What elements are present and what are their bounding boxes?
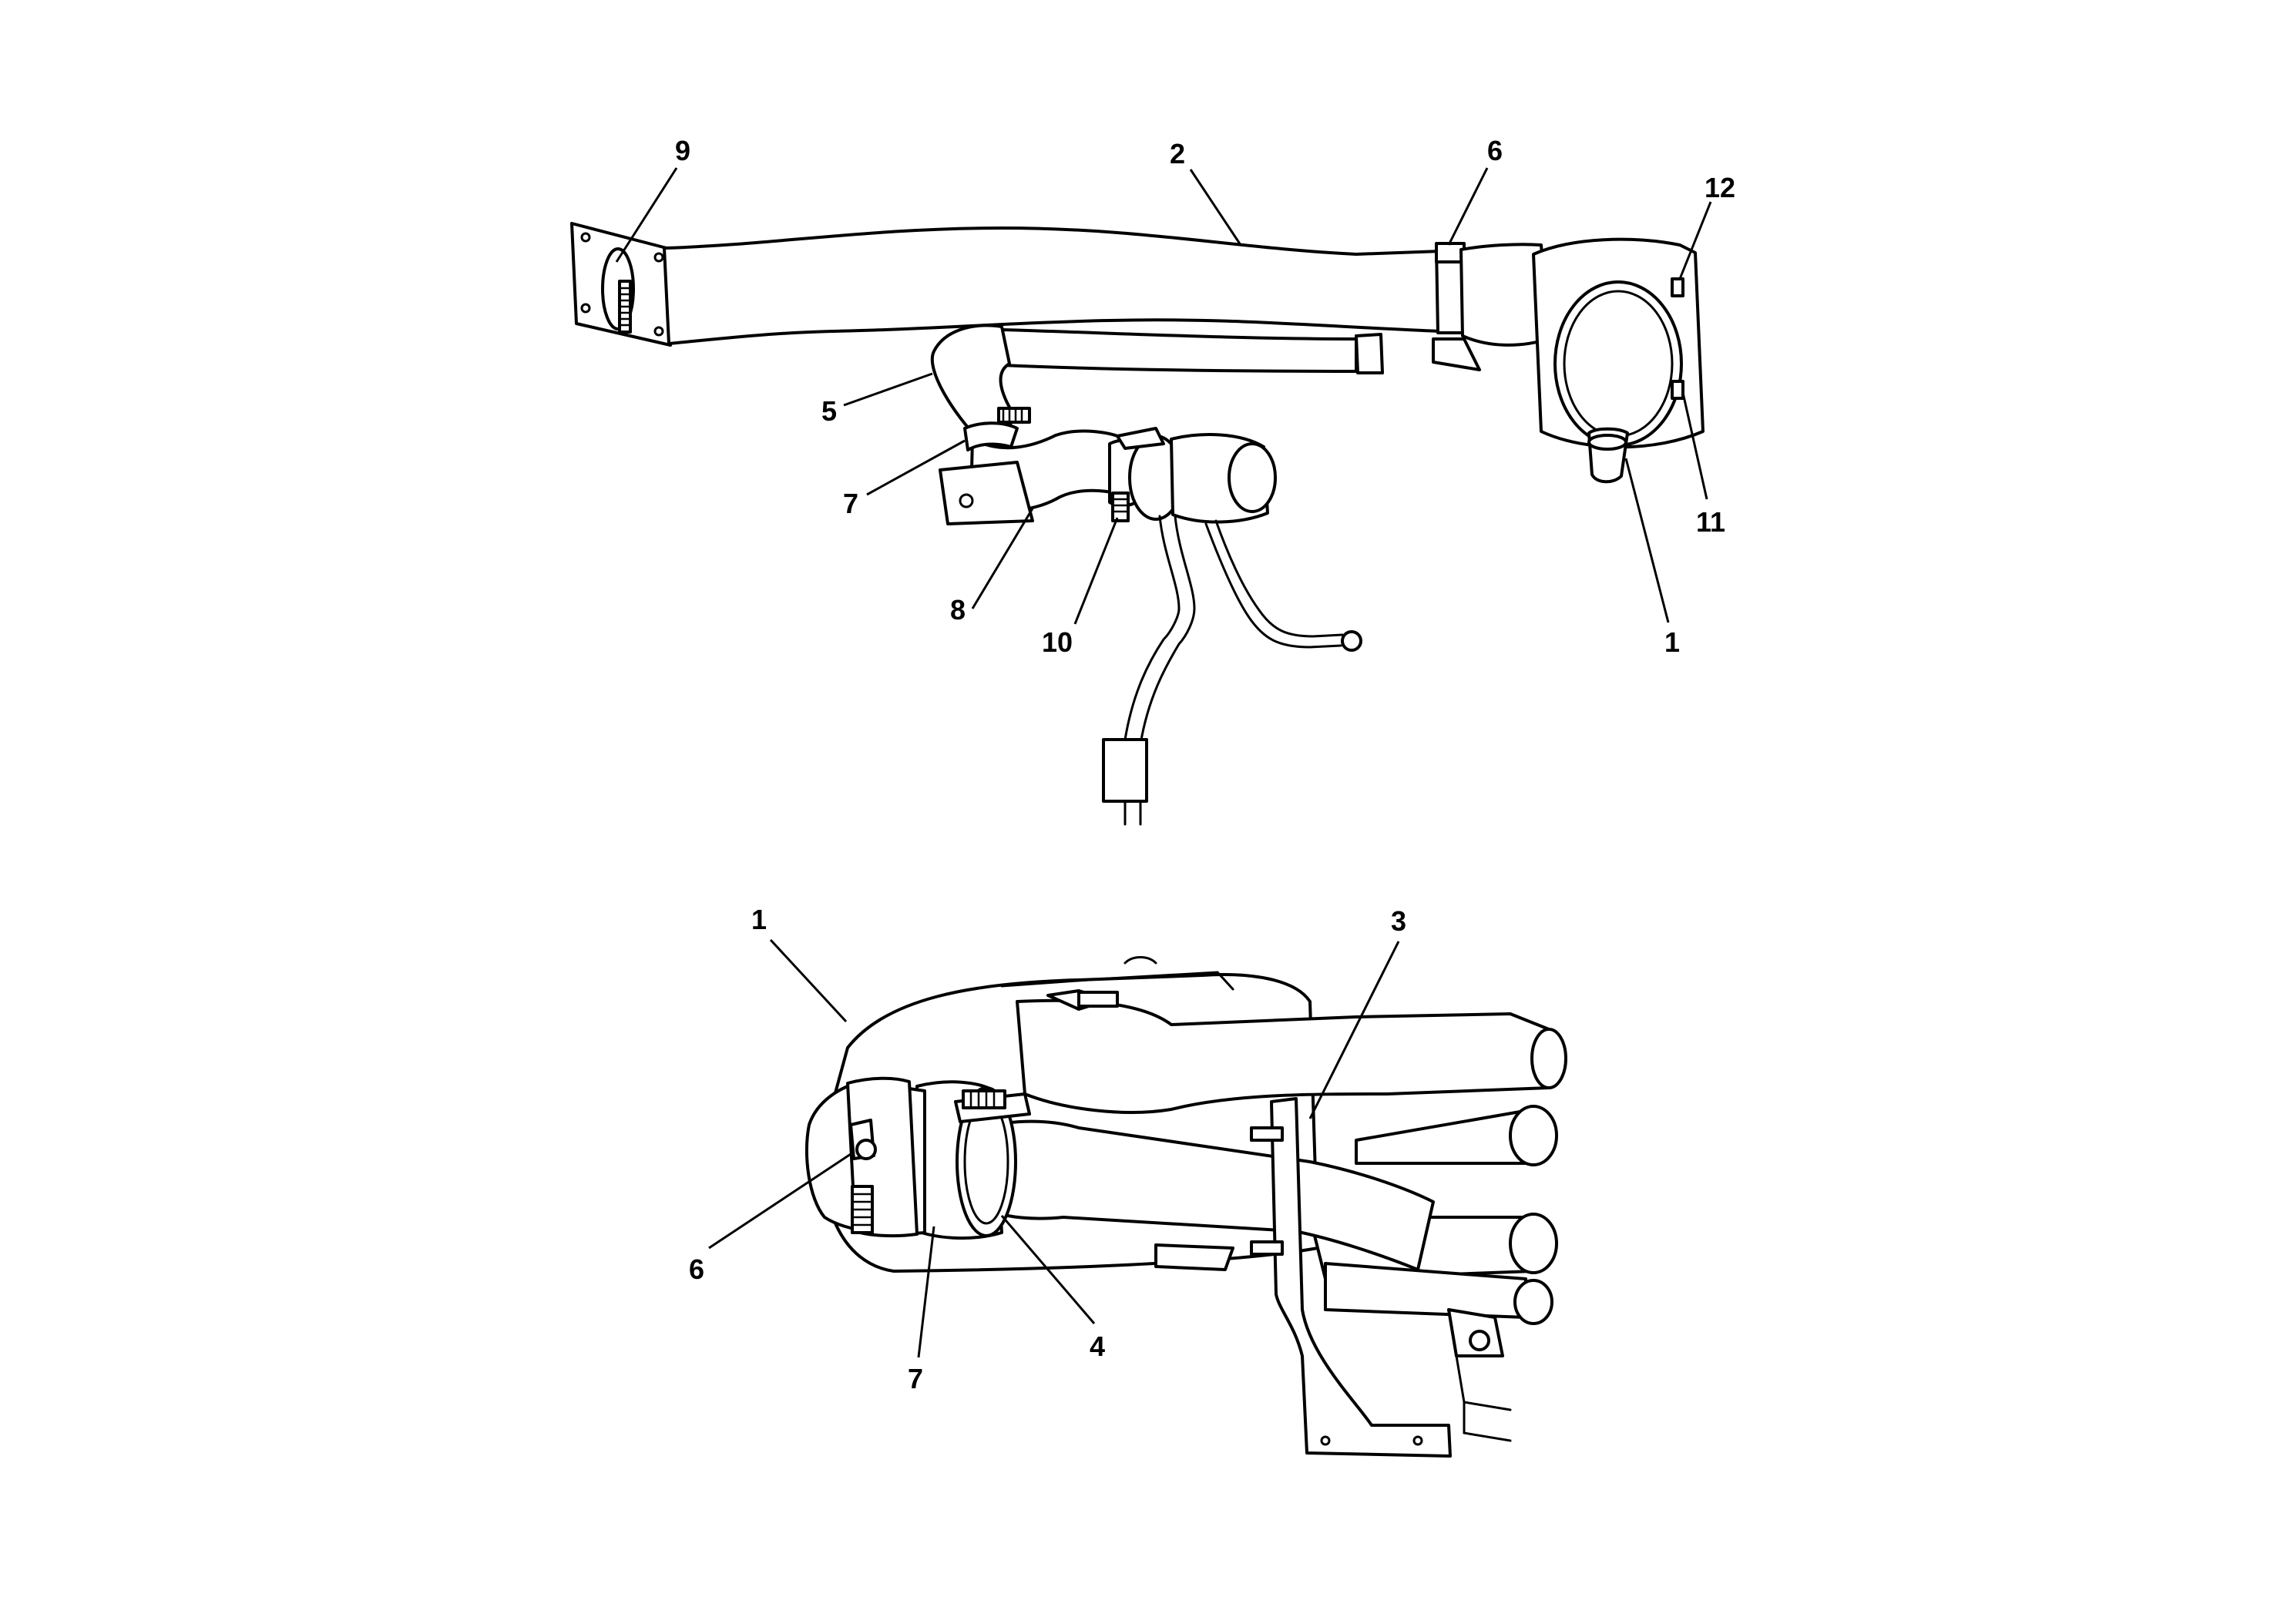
callout-10: 10: [1042, 626, 1073, 658]
front-clamp: [849, 1119, 877, 1234]
callout-7-bottom: 7: [908, 1363, 923, 1394]
air-filter-housing: [1532, 237, 1705, 484]
turbocharger: [939, 427, 1277, 525]
callout-1-top: 1: [1664, 626, 1680, 658]
coupling-clamp: [954, 989, 1119, 1123]
oil-lines: [1102, 515, 1362, 826]
callout-11: 11: [1696, 506, 1725, 538]
callout-9: 9: [675, 135, 690, 166]
bottom-assembly: 1 3 6 7 4: [689, 904, 1567, 1458]
filter-inlet-neck: [1432, 243, 1550, 371]
side-fittings: [1447, 1308, 1512, 1442]
callout-1-bottom: 1: [751, 904, 767, 935]
intake-pipe-main: [663, 226, 1443, 345]
top-leaders: [615, 167, 1712, 625]
side-hose: [969, 1119, 1435, 1271]
callout-6: 6: [1487, 135, 1503, 166]
flange-clamp: [601, 247, 635, 334]
callout-2: 2: [1170, 138, 1185, 169]
callout-12: 12: [1705, 172, 1735, 203]
hose-clamp-upper: [963, 407, 1031, 451]
callout-7: 7: [843, 488, 858, 519]
top-callouts: 9 2 6 12 5 7 8 10 11 1: [675, 135, 1735, 658]
callout-8: 8: [950, 594, 966, 626]
callout-6-bottom: 6: [689, 1253, 704, 1285]
callout-4: 4: [1090, 1330, 1105, 1362]
top-assembly: 9 2 6 12 5 7 8 10 11 1: [570, 135, 1735, 826]
callout-5: 5: [821, 395, 837, 427]
bottom-callouts: 1 3 6 7 4: [689, 904, 1406, 1394]
upper-duct: [1016, 998, 1567, 1114]
bottom-leaders: [708, 938, 1400, 1358]
callout-3: 3: [1391, 905, 1406, 937]
lower-duct: [1000, 328, 1384, 374]
mounting-bracket: [1250, 1097, 1452, 1458]
